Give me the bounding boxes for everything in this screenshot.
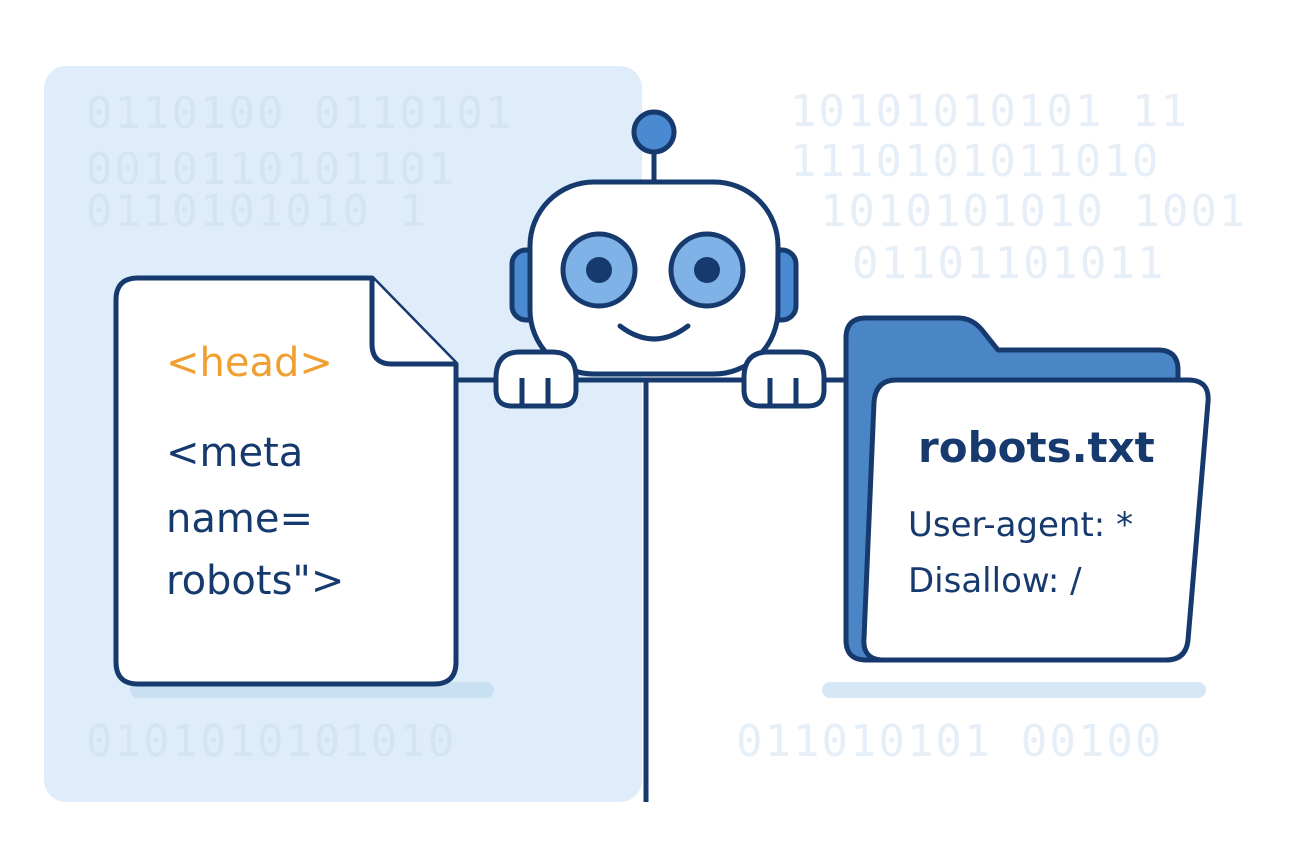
robot-right-pupil: [694, 257, 720, 283]
robot-head: [527, 179, 781, 377]
meta-tag-text: <meta: [166, 430, 303, 476]
robot-left-pupil: [586, 257, 612, 283]
binary-background-right: 10101010101 11 1110101011010 1010101010 …: [736, 86, 1247, 767]
binary-row: 011010101 00100: [736, 716, 1163, 767]
folder-shadow: [822, 682, 1206, 698]
robot-right-hand: [741, 349, 827, 409]
robot-antenna-tip: [631, 109, 677, 155]
binary-row: 0110101010 1: [86, 186, 428, 237]
robots-txt-filename: robots.txt: [918, 423, 1155, 472]
robots-txt-folder: robots.txt User-agent: * Disallow: /: [822, 315, 1211, 698]
robot-smile: [617, 323, 691, 342]
html-document: <head> <meta name= robots">: [113, 275, 494, 698]
robot-icon: [493, 109, 827, 409]
head-tag-text: <head>: [166, 340, 333, 386]
binary-row: 10101010101 11: [790, 86, 1189, 137]
binary-row: 0110100 0110101: [86, 88, 513, 139]
binary-row: 0101010101010: [86, 716, 456, 767]
folder-front-sheet: [861, 377, 1211, 663]
disallow-directive: Disallow: /: [908, 561, 1082, 601]
document-page: [113, 275, 459, 687]
user-agent-directive: User-agent: *: [908, 505, 1133, 545]
binary-background-left: 0110100 0110101 0010110101101 0110101010…: [86, 88, 513, 767]
binary-row: 0010110101101: [86, 144, 456, 195]
robot-left-hand: [493, 349, 579, 409]
document-fold-corner: [369, 278, 456, 367]
meta-name-attribute-text: name=: [166, 496, 313, 542]
meta-robots-value-text: robots">: [166, 558, 344, 604]
binary-row: 01101101011: [852, 238, 1165, 289]
binary-row: 1010101010 1001: [820, 186, 1247, 237]
binary-row: 1110101011010: [790, 136, 1160, 187]
